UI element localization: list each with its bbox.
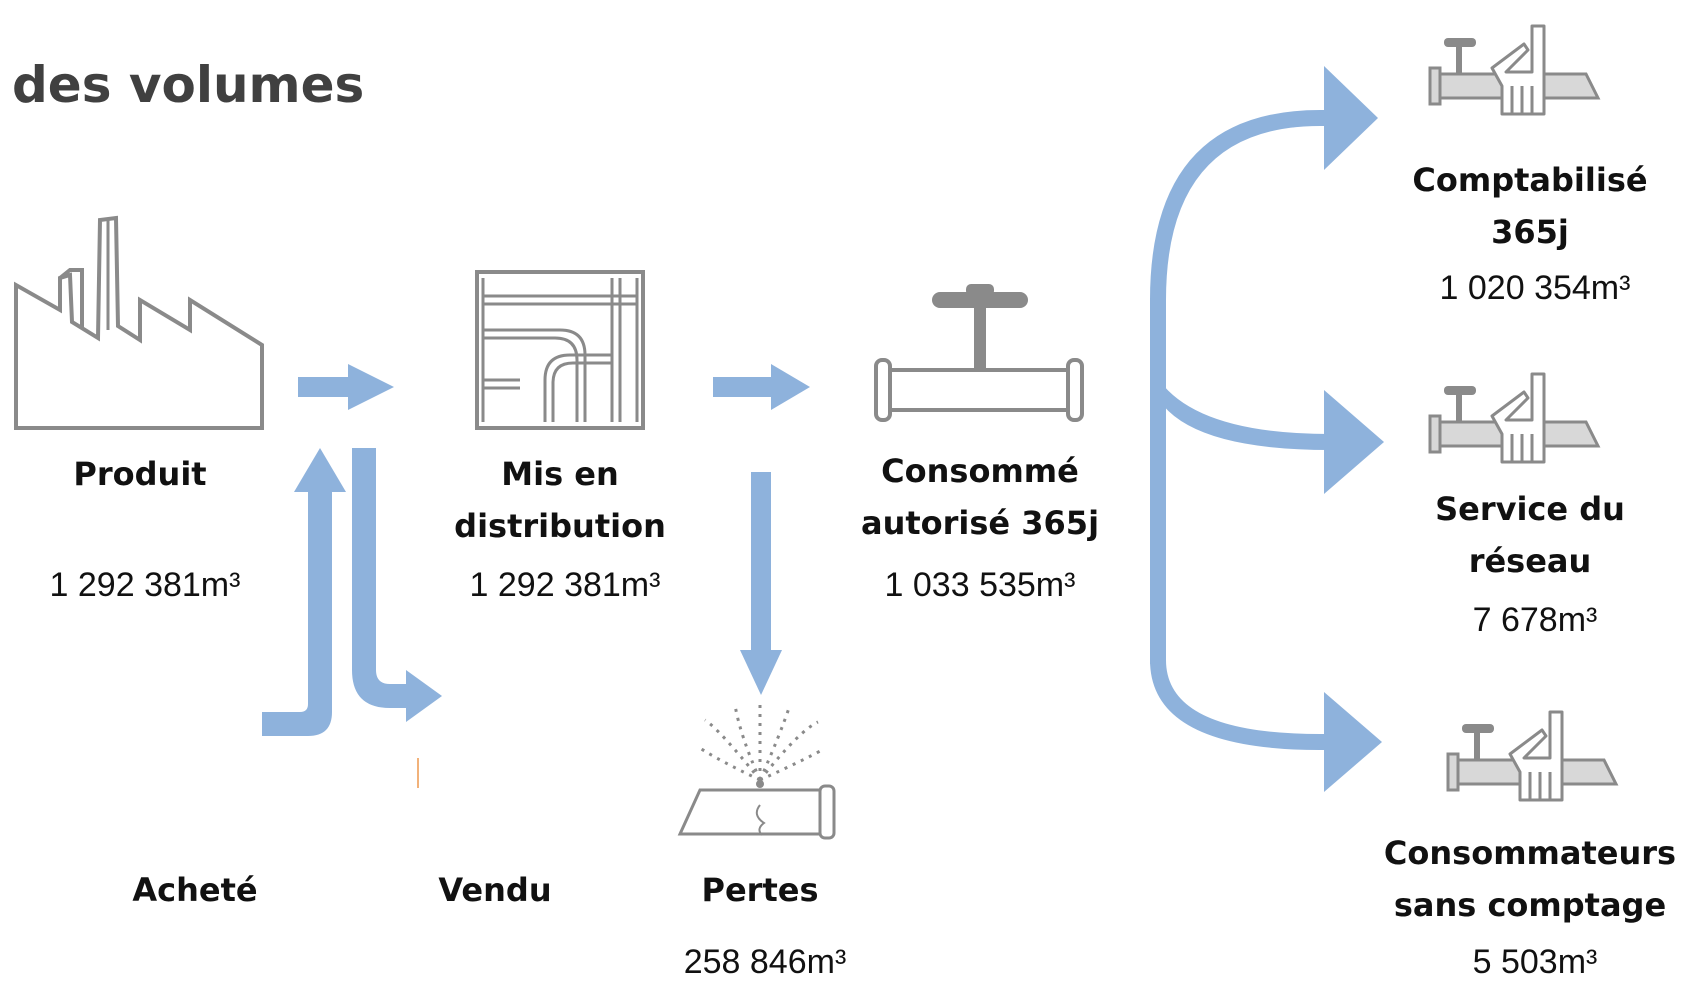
node-value-sans-comptage: 5 503m³ <box>1472 943 1598 981</box>
label-line: Consommé <box>881 452 1079 490</box>
node-label-distribution: Mis en distribution <box>430 448 690 552</box>
node-value-distribution: 1 292 381m³ <box>469 566 661 604</box>
valve-pipe-icon <box>874 284 1084 422</box>
node-label-service: Service du réseau <box>1390 483 1670 587</box>
node-value-consomme: 1 033 535m³ <box>884 566 1076 604</box>
node-value-produit: 1 292 381m³ <box>49 566 241 604</box>
label-line: réseau <box>1468 542 1592 580</box>
node-value-comptabilise: 1 020 354m³ <box>1439 269 1631 307</box>
node-value-service: 7 678m³ <box>1472 601 1598 639</box>
hand-valve-icon <box>1428 24 1600 116</box>
node-label-comptabilise: Comptabilisé 365j <box>1390 154 1670 258</box>
arrow-achete <box>262 448 346 736</box>
node-label-achete: Acheté <box>132 871 258 909</box>
label-line: autorisé 365j <box>860 504 1100 542</box>
node-label-sans-comptage: Consommateurs sans comptage <box>1380 827 1680 931</box>
label-line: sans comptage <box>1393 886 1667 924</box>
hand-valve-icon <box>1428 372 1600 464</box>
leaking-pipe-icon <box>677 704 836 840</box>
arrow-distribution-consomme <box>713 364 810 410</box>
label-line: Comptabilisé <box>1412 161 1648 199</box>
node-value-pertes: 258 846m³ <box>683 943 847 981</box>
pipe-network-icon <box>475 270 645 430</box>
label-line: 365j <box>1491 213 1569 251</box>
hand-valve-icon <box>1446 710 1618 802</box>
page-title: des volumes <box>12 56 365 114</box>
arrow-pertes <box>740 472 782 695</box>
arrow-vendu <box>352 448 442 722</box>
marker-tick <box>417 758 419 788</box>
node-label-vendu: Vendu <box>438 871 552 909</box>
node-label-consomme: Consommé autorisé 365j <box>850 445 1110 549</box>
arrow-produit-distribution <box>298 364 394 410</box>
flow-arrows <box>262 66 1384 792</box>
label-line: Mis en <box>501 455 619 493</box>
node-label-pertes: Pertes <box>701 871 819 909</box>
node-label-produit: Produit <box>73 455 207 493</box>
label-line: Consommateurs <box>1383 834 1677 872</box>
factory-icon <box>14 215 264 430</box>
arrow-branches <box>1150 66 1384 792</box>
label-line: Service du <box>1435 490 1625 528</box>
label-line: distribution <box>454 507 666 545</box>
